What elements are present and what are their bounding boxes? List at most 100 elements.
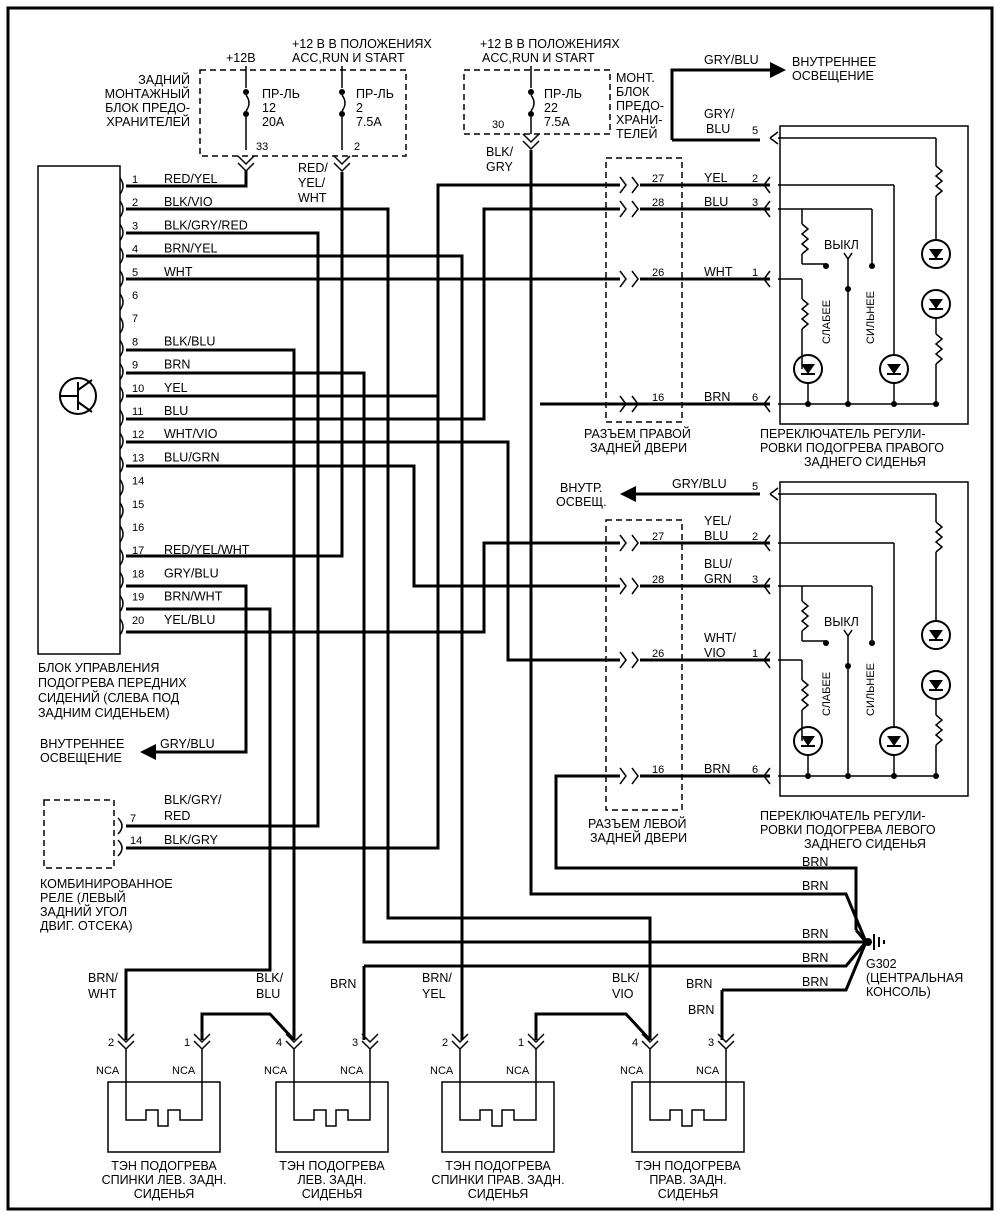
svg-text:ОСВЕЩЕНИЕ: ОСВЕЩЕНИЕ (792, 69, 874, 83)
svg-text:ЗАДНЕГО СИДЕНЬЯ: ЗАДНЕГО СИДЕНЬЯ (804, 837, 926, 851)
wire-color: WHT/VIO (164, 427, 218, 441)
pin5-terminal (769, 487, 779, 501)
resistor-icon (800, 679, 810, 711)
interior-light-left-label: ВНУТРЕННЕЕ ОСВЕЩЕНИЕ GRY/BLU (40, 737, 215, 765)
wire-color: BLK/VIO (164, 195, 213, 209)
svg-text:5: 5 (752, 125, 758, 137)
wire-brn-wht (124, 607, 272, 1040)
pin-terminal (119, 293, 124, 311)
door-pin (619, 176, 639, 194)
heater-label: СИДЕНЬЯ (134, 1187, 195, 1201)
wire-color: BRN/WHT (164, 590, 223, 604)
nca-label: NCA (506, 1065, 530, 1077)
switch-pin-number: 1 (752, 648, 758, 660)
heating-element-icon (293, 1082, 371, 1127)
heater-connector (451, 1033, 469, 1051)
svg-text:GRY/: GRY/ (704, 107, 735, 121)
wire-color: BRN (330, 977, 356, 991)
switch-housing (779, 125, 969, 425)
wire-color: BRN/ (422, 971, 452, 985)
switch-low-label: СЛАБЕЕ (821, 672, 833, 716)
svg-text:BLK/GRY/: BLK/GRY/ (164, 793, 222, 807)
wire-color: YEL (704, 171, 728, 185)
wire-color: VIO (704, 646, 726, 660)
pin-number: 8 (132, 336, 138, 348)
heating-element-icon (649, 1082, 727, 1127)
switch-high-label: СИЛЬНЕЕ (865, 291, 877, 344)
svg-text:ВНУТРЕННЕЕ: ВНУТРЕННЕЕ (792, 55, 876, 69)
heater-label: СИДЕНЬЯ (468, 1187, 529, 1201)
left-door-connector (605, 519, 683, 811)
svg-text:12: 12 (262, 101, 276, 115)
switch-terminal (763, 395, 771, 413)
wire-color: BLK/BLU (164, 334, 215, 348)
switch-right-label: ПЕРЕКЛЮЧАТЕЛЬ РЕГУЛИ- РОВКИ ПОДОГРЕВА ПР… (760, 427, 944, 469)
svg-text:ПР-ЛЬ: ПР-ЛЬ (262, 87, 300, 101)
nca-label: NCA (696, 1065, 720, 1077)
relay-label: КОМБИНИРОВАННОЕ РЕЛЕ (ЛЕВЫЙ ЗАДНИЙ УГОЛ … (40, 877, 173, 933)
wire-color: BLU (164, 404, 188, 418)
svg-text:ВНУТРЕННЕЕ: ВНУТРЕННЕЕ (40, 737, 124, 751)
pin-number: 6 (132, 290, 138, 302)
wire-color: BLU (704, 195, 728, 209)
fuse-2: ПР-ЛЬ 2 7.5A 2 (339, 66, 394, 153)
pin-terminal (119, 363, 124, 381)
wire-label: BLK/ (486, 145, 514, 159)
heater-label: СПИНКИ ЛЕВ. ЗАДН. (102, 1173, 227, 1187)
heater-label: СИДЕНЬЯ (302, 1187, 363, 1201)
svg-text:СИДЕНИЙ (СЛЕВА ПОД: СИДЕНИЙ (СЛЕВА ПОД (38, 690, 180, 705)
resistor-icon (800, 298, 810, 330)
door-pin-number: 26 (652, 267, 664, 279)
door-pin-number: 26 (652, 648, 664, 660)
pin-number: 9 (132, 360, 138, 372)
wire-color: YEL/ (704, 514, 732, 528)
svg-text:BRN: BRN (688, 1003, 714, 1017)
door-pin (619, 577, 639, 595)
pin-terminal (119, 571, 124, 589)
mount-fuse-box (463, 69, 611, 135)
svg-text:ПОДОГРЕВА ПЕРЕДНИХ: ПОДОГРЕВА ПЕРЕДНИХ (38, 676, 187, 690)
pin-number: 7 (132, 313, 138, 325)
heater-label: ПРАВ. ЗАДН. (649, 1173, 726, 1187)
svg-text:КОНСОЛЬ): КОНСОЛЬ) (866, 985, 931, 999)
nca-label: NCA (264, 1065, 288, 1077)
svg-text:GRY/BLU: GRY/BLU (672, 477, 727, 491)
wire-gry-blu (126, 584, 248, 754)
svg-text:BRN: BRN (802, 975, 828, 989)
label-12v: +12В (226, 51, 256, 65)
right-door-label: РАЗЪЕМ ПРАВОЙ ЗАДНЕЙ ДВЕРИ (584, 426, 691, 455)
wire-blk-blu (126, 348, 296, 1040)
switch-high-label: СИЛЬНЕЕ (865, 663, 877, 716)
wire-blk-vio (126, 207, 652, 1040)
resistor-icon (934, 333, 944, 365)
switch-terminal (763, 767, 771, 785)
door-pin (619, 767, 639, 785)
pin-number: 5 (132, 267, 138, 279)
svg-text:(ЦЕНТРАЛЬНАЯ: (ЦЕНТРАЛЬНАЯ (866, 971, 963, 985)
right-door-connector (605, 157, 683, 423)
svg-text:14: 14 (130, 835, 142, 847)
svg-text:ХРАНИТЕЛЕЙ: ХРАНИТЕЛЕЙ (106, 114, 190, 129)
interior-light-top: GRY/BLU ВНУТРЕННЕЕ ОСВЕЩЕНИЕ (670, 53, 876, 140)
svg-text:ЗАДНИЙ: ЗАДНИЙ (138, 72, 190, 87)
svg-text:ХРАНИ-: ХРАНИ- (616, 113, 662, 127)
svg-text:РАЗЪЕМ ПРАВОЙ: РАЗЪЕМ ПРАВОЙ (584, 426, 691, 441)
pin-number: 20 (132, 615, 144, 627)
pin-number: 11 (132, 406, 143, 418)
switch-left-label: ПЕРЕКЛЮЧАТЕЛЬ РЕГУЛИ- РОВКИ ПОДОГРЕВА ЛЕ… (760, 809, 936, 851)
wire-color: BRN (164, 358, 190, 372)
frame (6, 6, 994, 1211)
wire-color: BLU/GRN (164, 450, 220, 464)
wire-blu-grn (126, 464, 620, 588)
wire-color: GRN (704, 572, 732, 586)
switch-contact-icon (843, 629, 853, 638)
wire-color: YEL (164, 381, 188, 395)
mount-box-label: МОНТ. БЛОК ПРЕДО- ХРАНИ- ТЕЛЕЙ (616, 71, 664, 141)
heater-pin: 1 (518, 1037, 524, 1049)
pin5-terminal (769, 131, 779, 145)
resistor-icon (934, 714, 944, 746)
pin-terminal (119, 432, 124, 450)
switch-terminal (763, 200, 771, 218)
